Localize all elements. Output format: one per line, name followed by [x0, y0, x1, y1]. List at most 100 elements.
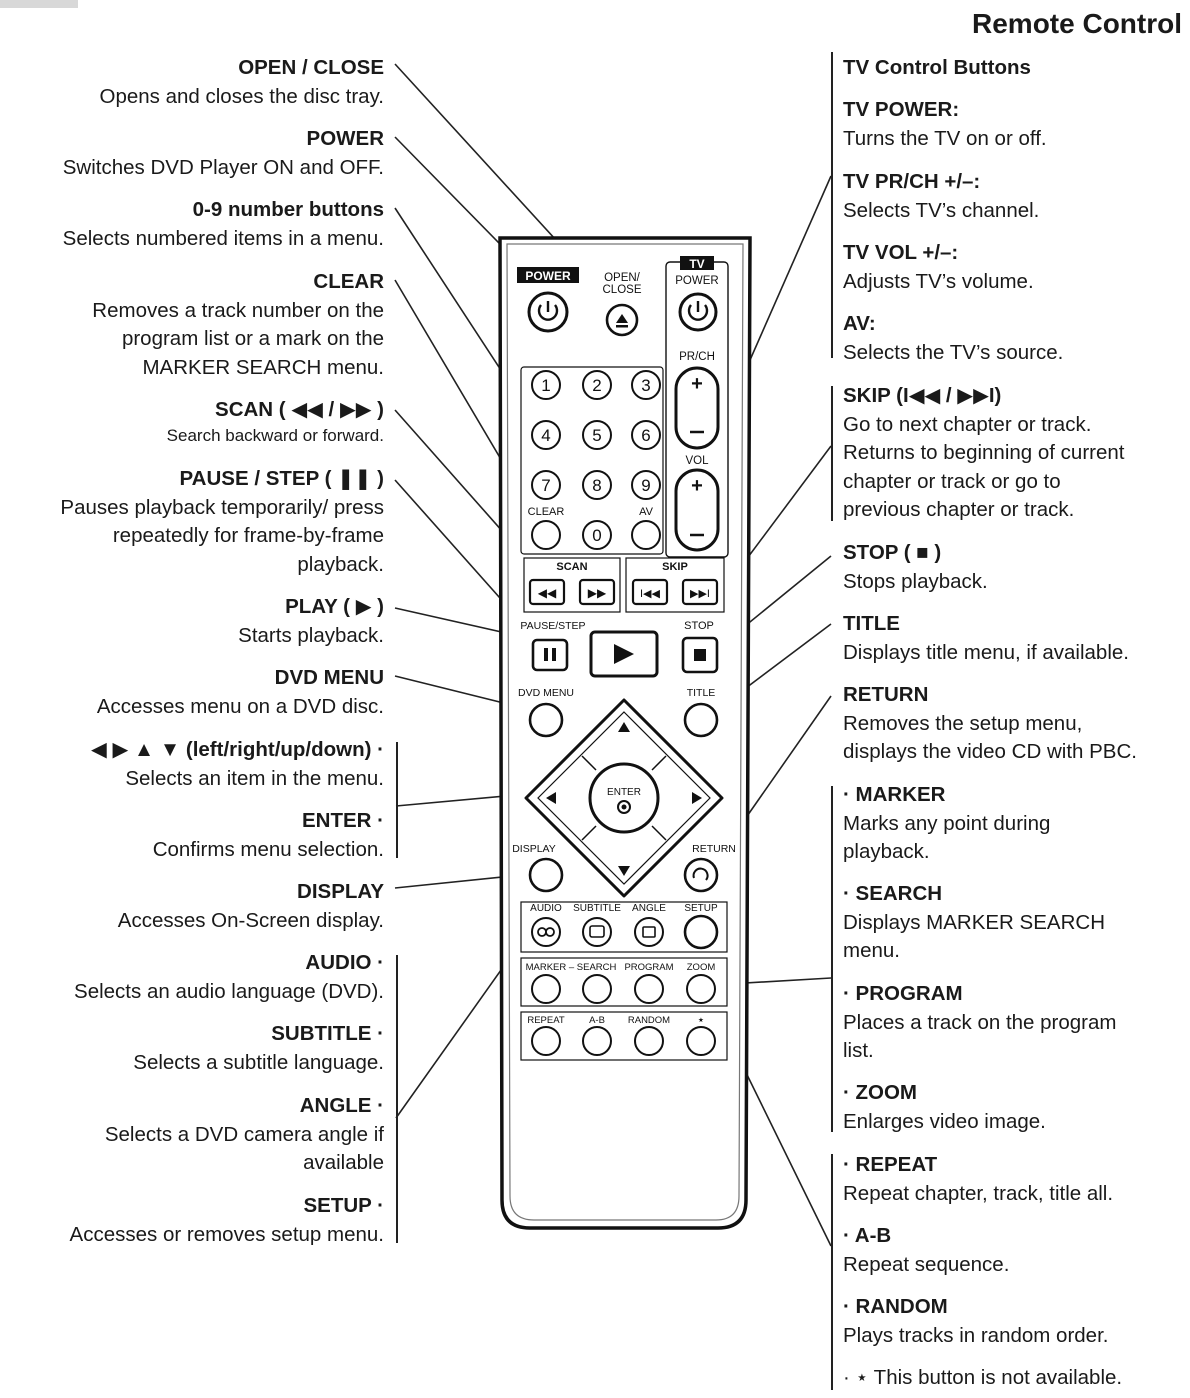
subtitle-button[interactable]: [582, 917, 612, 947]
label-search: · SEARCH Displays MARKER SEARCH menu.: [843, 882, 1105, 962]
title-button[interactable]: [683, 702, 719, 738]
random-button[interactable]: [634, 1026, 664, 1056]
vol-label: VOL: [685, 455, 709, 467]
audio-row-box: [520, 901, 728, 953]
digit-6-button[interactable]: 6: [631, 420, 661, 450]
digit-label: 5: [592, 426, 601, 445]
label-star-note: · ⋆ This button is not available.: [843, 1366, 1123, 1389]
digit-8-button[interactable]: 8: [582, 470, 612, 500]
scan-box: [523, 557, 621, 613]
label-av: AV:Selects the TV’s source.: [843, 312, 1064, 364]
pause-step-button[interactable]: [531, 638, 569, 672]
ab-button[interactable]: [582, 1026, 612, 1056]
right-arrow-button[interactable]: [692, 792, 702, 804]
clear-button[interactable]: [531, 520, 561, 550]
scan-forward-button[interactable]: ▶▶: [578, 578, 616, 606]
marker-search-label: MARKER – SEARCH: [526, 962, 617, 973]
down-arrow-button[interactable]: [618, 866, 630, 876]
digit-label: 8: [592, 476, 601, 495]
digit-2-button[interactable]: 2: [582, 370, 612, 400]
open-close-button[interactable]: [605, 303, 639, 337]
repeat-button[interactable]: [531, 1026, 561, 1056]
scan-back-button[interactable]: ◀◀: [528, 578, 566, 606]
setup-button[interactable]: [683, 914, 719, 950]
label-return: RETURN Removes the setup menu, displays …: [843, 683, 1137, 763]
bracket-audio-setup: [396, 955, 398, 1243]
tv-prch-rocker[interactable]: +: [674, 366, 720, 450]
digit-label: 1: [541, 376, 550, 395]
marker-button[interactable]: [531, 974, 561, 1004]
setup-label: SETUP: [684, 903, 718, 914]
skip-next-icon: ▶▶I: [690, 588, 710, 600]
program-label: PROGRAM: [624, 962, 673, 973]
tv-vol-rocker[interactable]: +: [674, 468, 720, 552]
label-tv-power: TV POWER:Turns the TV on or off.: [843, 98, 1047, 150]
play-button[interactable]: [589, 630, 659, 678]
digit-7-button[interactable]: 7: [531, 470, 561, 500]
program-button[interactable]: [634, 974, 664, 1004]
play-icon: [614, 644, 634, 664]
digit-0-button[interactable]: 0: [582, 520, 612, 550]
prch-label: PR/CH: [679, 351, 715, 363]
digit-5-button[interactable]: 5: [582, 420, 612, 450]
label-setup: SETUP ·Accesses or removes setup menu.: [69, 1194, 384, 1246]
dvd-menu-button[interactable]: [528, 702, 564, 738]
skip-previous-icon: I◀◀: [640, 588, 661, 600]
clear-label: CLEAR: [528, 506, 565, 518]
power-button[interactable]: [527, 291, 569, 333]
zoom-button[interactable]: [686, 974, 716, 1004]
tv-power-button[interactable]: [678, 292, 718, 332]
label-arrows: ◀ ▶ ▲ ▼ (left/right/up/down) ·Selects an…: [90, 738, 384, 790]
label-pause-step: PAUSE / STEP ( ❚❚ ) Pauses playback temp…: [60, 467, 384, 576]
tv-label: TV: [689, 257, 704, 271]
star-button[interactable]: [686, 1026, 716, 1056]
tv-label-box: [680, 256, 714, 270]
power-label-box: [517, 267, 579, 283]
display-label: DISPLAY: [512, 843, 556, 855]
audio-button[interactable]: [531, 917, 561, 947]
subtitle-icon: [589, 925, 605, 938]
av-button[interactable]: [631, 520, 661, 550]
pause-icon: [544, 648, 556, 661]
digit-1-button[interactable]: 1: [531, 370, 561, 400]
return-icon: [692, 867, 709, 881]
open-close-label-2: CLOSE: [603, 284, 642, 296]
return-label: RETURN: [692, 843, 736, 855]
angle-button[interactable]: [634, 917, 664, 947]
enter-button[interactable]: ENTER: [588, 762, 660, 834]
stop-button[interactable]: [681, 636, 719, 674]
return-button[interactable]: [683, 857, 719, 893]
digit-label: 4: [541, 426, 550, 445]
eject-icon: [616, 314, 628, 328]
bracket-marker-zoom: [831, 786, 833, 1132]
skip-back-button[interactable]: I◀◀: [631, 578, 669, 606]
repeat-row-box: [520, 1011, 728, 1061]
left-arrow-button[interactable]: [546, 792, 556, 804]
power-icon: [537, 301, 559, 321]
bracket-arrows-enter: [396, 742, 398, 858]
digit-9-button[interactable]: 9: [631, 470, 661, 500]
enter-label: ENTER: [607, 787, 641, 798]
camera-icon: [642, 926, 656, 938]
digit-3-button[interactable]: 3: [631, 370, 661, 400]
skip-label: SKIP: [662, 561, 688, 573]
skip-forward-button[interactable]: ▶▶I: [681, 578, 719, 606]
scan-label: SCAN: [556, 561, 587, 573]
star-label: ⋆: [697, 1012, 705, 1027]
zoom-label: ZOOM: [687, 962, 716, 973]
digit-4-button[interactable]: 4: [531, 420, 561, 450]
digit-label: 3: [641, 376, 650, 395]
up-arrow-button[interactable]: [618, 722, 630, 732]
display-button[interactable]: [528, 857, 564, 893]
label-tv-vol: TV VOL +/–:Adjusts TV’s volume.: [843, 241, 1034, 293]
search-button[interactable]: [582, 974, 612, 1004]
